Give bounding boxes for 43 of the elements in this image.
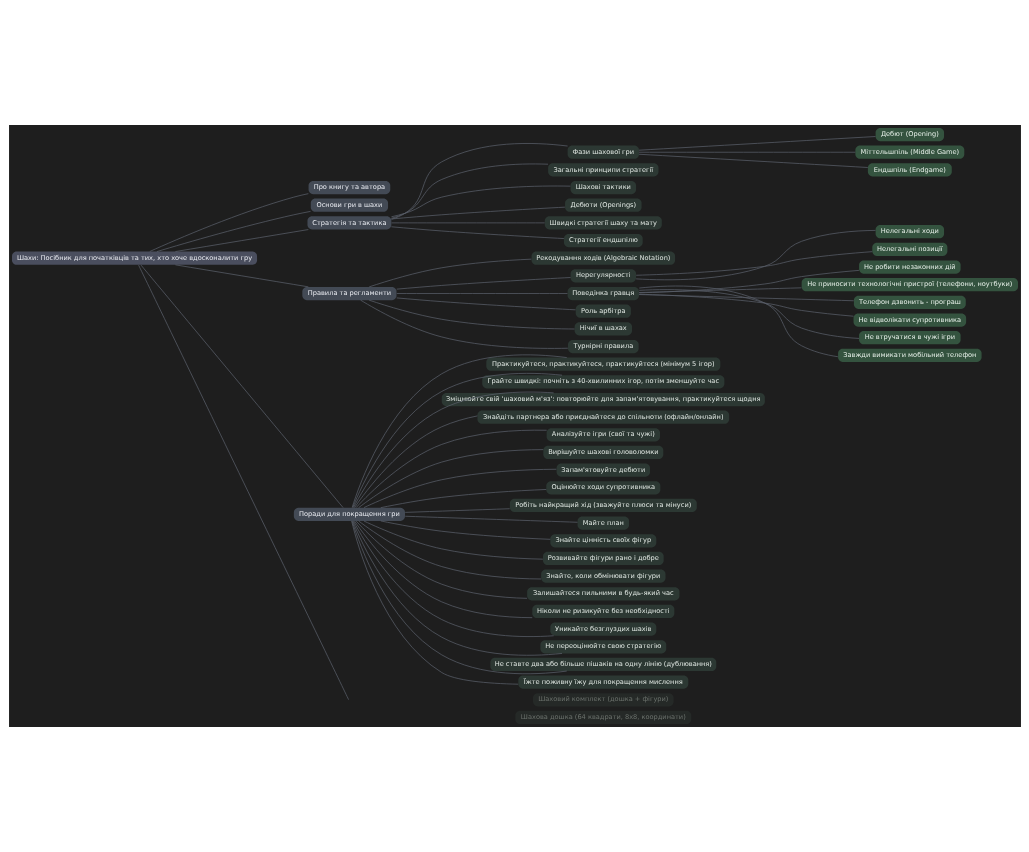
connector xyxy=(174,229,309,252)
connector xyxy=(355,429,547,508)
connector xyxy=(355,520,527,599)
connector xyxy=(638,151,856,153)
connector xyxy=(638,270,859,294)
connector xyxy=(638,153,868,168)
connector xyxy=(352,520,554,637)
connector xyxy=(137,264,349,701)
connector xyxy=(379,489,547,509)
connector xyxy=(638,289,859,339)
connector xyxy=(353,520,533,619)
connector xyxy=(368,299,575,330)
connector xyxy=(638,293,854,317)
connector xyxy=(148,193,309,252)
connector xyxy=(357,520,541,580)
connector xyxy=(390,143,568,220)
connector xyxy=(363,520,543,560)
connector xyxy=(363,468,557,508)
connector xyxy=(635,230,876,281)
connector xyxy=(395,293,568,294)
connector xyxy=(390,226,564,239)
connector xyxy=(156,211,311,252)
connector xyxy=(638,136,876,151)
connector xyxy=(390,163,548,219)
connector xyxy=(174,264,309,288)
connector xyxy=(390,206,565,220)
connector xyxy=(404,508,510,513)
connector xyxy=(368,258,532,288)
connector xyxy=(395,297,576,311)
connector xyxy=(390,222,545,224)
connector xyxy=(350,520,518,685)
connector xyxy=(359,299,568,349)
connector xyxy=(395,277,571,290)
connector xyxy=(390,185,571,218)
connector xyxy=(353,415,478,509)
connector xyxy=(140,264,343,508)
connector xyxy=(357,449,544,509)
connector xyxy=(635,251,873,276)
connector xyxy=(638,287,802,293)
connector xyxy=(352,391,554,508)
connector xyxy=(404,515,578,523)
connector xyxy=(638,285,838,358)
connector xyxy=(379,520,551,540)
